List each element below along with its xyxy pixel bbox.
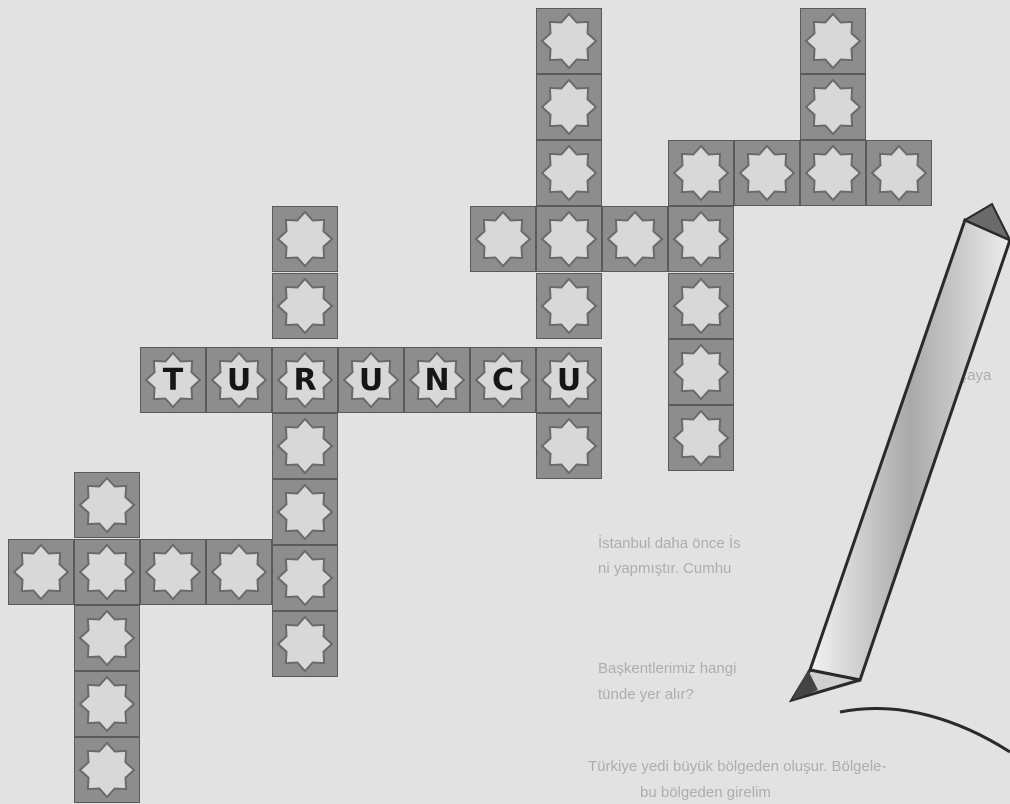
star-tile-icon <box>603 207 667 271</box>
star-tile-icon <box>669 274 733 338</box>
empty-cell <box>8 539 74 605</box>
empty-cell <box>668 405 734 471</box>
empty-cell <box>272 545 338 611</box>
empty-cell <box>734 140 800 206</box>
empty-cell <box>74 605 140 671</box>
star-tile-icon <box>867 141 931 205</box>
star-tile-icon <box>669 207 733 271</box>
empty-cell <box>800 140 866 206</box>
star-tile-icon <box>273 274 337 338</box>
answer-letter: U <box>207 348 271 412</box>
empty-cell <box>74 737 140 803</box>
star-tile-icon <box>537 141 601 205</box>
empty-cell <box>536 140 602 206</box>
star-tile-icon <box>207 540 271 604</box>
answer-cell: R <box>272 347 338 413</box>
empty-cell <box>272 413 338 479</box>
answer-letter: U <box>339 348 403 412</box>
star-tile-icon <box>75 738 139 802</box>
star-tile-icon <box>273 207 337 271</box>
empty-cell <box>602 206 668 272</box>
empty-cell <box>536 206 602 272</box>
star-tile-icon <box>669 141 733 205</box>
empty-cell <box>668 273 734 339</box>
answer-cell: N <box>404 347 470 413</box>
answer-cell: U <box>338 347 404 413</box>
empty-cell <box>272 273 338 339</box>
answer-letter: T <box>141 348 205 412</box>
empty-cell <box>470 206 536 272</box>
star-tile-icon <box>471 207 535 271</box>
empty-cell <box>668 206 734 272</box>
star-tile-icon <box>735 141 799 205</box>
star-tile-icon <box>9 540 73 604</box>
pencil-illustration <box>760 200 1010 804</box>
answer-letter: R <box>273 348 337 412</box>
empty-cell <box>800 8 866 74</box>
empty-cell <box>272 611 338 677</box>
empty-cell <box>668 339 734 405</box>
answer-cell: C <box>470 347 536 413</box>
empty-cell <box>536 273 602 339</box>
empty-cell <box>536 74 602 140</box>
answer-cell: U <box>536 347 602 413</box>
empty-cell <box>800 74 866 140</box>
answer-letter: C <box>471 348 535 412</box>
star-tile-icon <box>801 141 865 205</box>
empty-cell <box>74 671 140 737</box>
empty-cell <box>668 140 734 206</box>
star-tile-icon <box>75 606 139 670</box>
answer-cell: T <box>140 347 206 413</box>
empty-cell <box>74 472 140 538</box>
star-tile-icon <box>273 480 337 544</box>
star-tile-icon <box>75 672 139 736</box>
star-tile-icon <box>273 414 337 478</box>
star-tile-icon <box>537 414 601 478</box>
star-tile-icon <box>75 540 139 604</box>
empty-cell <box>272 206 338 272</box>
empty-cell <box>206 539 272 605</box>
empty-cell <box>536 8 602 74</box>
star-tile-icon <box>141 540 205 604</box>
star-tile-icon <box>537 75 601 139</box>
empty-cell <box>140 539 206 605</box>
star-tile-icon <box>801 75 865 139</box>
star-tile-icon <box>75 473 139 537</box>
star-tile-icon <box>273 612 337 676</box>
star-tile-icon <box>801 9 865 73</box>
answer-letter: N <box>405 348 469 412</box>
star-tile-icon <box>537 274 601 338</box>
star-tile-icon <box>669 340 733 404</box>
star-tile-icon <box>273 546 337 610</box>
empty-cell <box>74 539 140 605</box>
star-tile-icon <box>537 207 601 271</box>
empty-cell <box>866 140 932 206</box>
empty-cell <box>272 479 338 545</box>
empty-cell <box>536 413 602 479</box>
answer-letter: U <box>537 348 601 412</box>
star-tile-icon <box>537 9 601 73</box>
answer-cell: U <box>206 347 272 413</box>
star-tile-icon <box>669 406 733 470</box>
